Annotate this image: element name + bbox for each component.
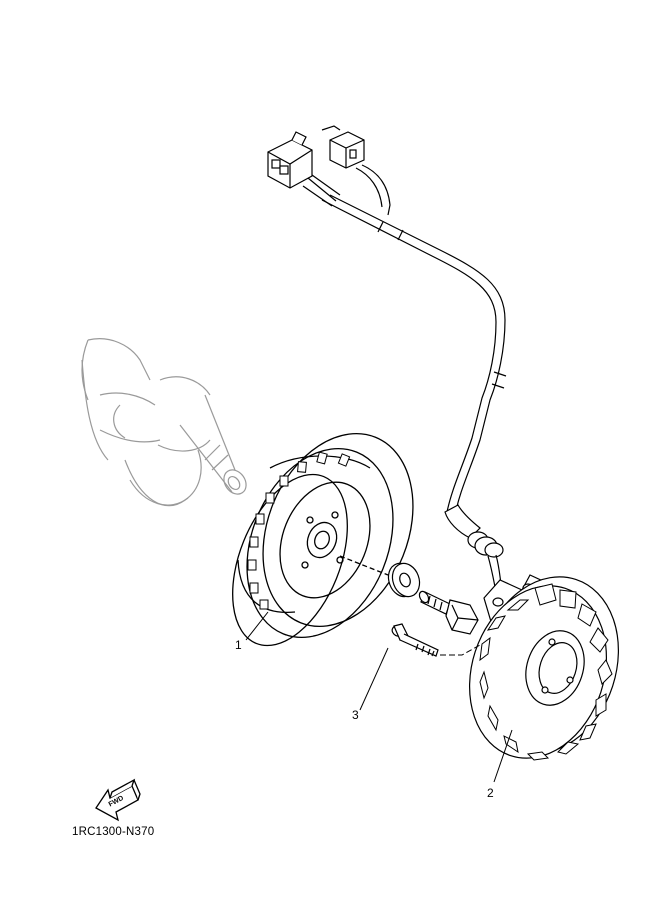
wiring-harness (302, 164, 507, 516)
flywheel-rotor (232, 432, 414, 647)
stator-windings (479, 583, 613, 761)
leader-lines (245, 611, 513, 783)
flywheel-bolt-icon (418, 590, 479, 635)
washer-icon (387, 562, 421, 598)
harness-coupler-small-icon (321, 125, 365, 169)
callout-2: 2 (487, 786, 494, 800)
callout-1: 1 (235, 638, 242, 652)
callout-3: 3 (352, 708, 359, 722)
cable-grommet-icon (444, 504, 504, 593)
flywheel-rim-slots (247, 451, 351, 610)
figure-code: 1RC1300-N370 (72, 826, 155, 838)
harness-coupler-large-icon (267, 131, 313, 189)
crankshaft-reference (81, 338, 247, 507)
alignment-lines (440, 644, 481, 656)
fwd-arrow-icon (95, 778, 141, 822)
stator-bolt-icon (391, 623, 439, 657)
